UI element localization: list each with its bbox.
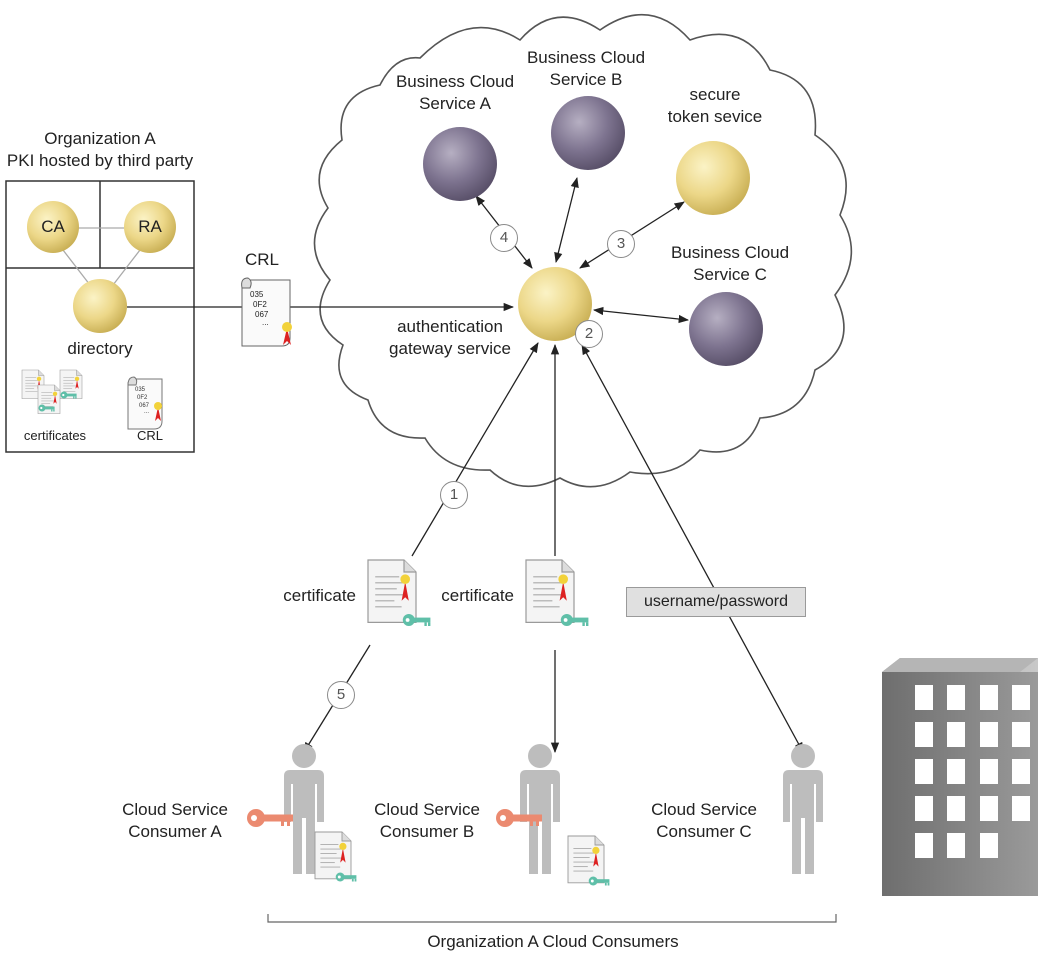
gateway-label: authentication gateway service: [370, 316, 530, 360]
crl-scroll-text: 0F2: [137, 395, 148, 401]
consumer-b-certificate-icon: [567, 835, 610, 886]
gateway-node: [518, 267, 592, 341]
sts-label-line2: token sevice: [667, 107, 763, 126]
crl-scroll-icon: 035 0F2 067 ...: [127, 376, 163, 430]
gateway-label-line1: authentication: [397, 317, 503, 336]
step-5-badge: 5: [327, 681, 355, 709]
consumer-a-label: Cloud Service Consumer A: [105, 799, 245, 843]
building-icon: [882, 658, 1038, 896]
service-b-label-line2: Service B: [549, 70, 623, 89]
service-a-label-line1: Business Cloud: [395, 72, 515, 91]
certificate-label-b: certificate: [441, 586, 514, 605]
consumer-b-person: [520, 744, 560, 874]
service-c-label-line1: Business Cloud: [670, 243, 790, 262]
consumer-a-certificate-icon: [314, 831, 357, 882]
crl-scroll-text: 067: [139, 403, 150, 409]
crl-transfer-text: ...: [262, 318, 269, 327]
ca-label: CA: [41, 217, 65, 236]
sts-label-line1: secure: [689, 85, 741, 104]
step-1-badge: 1: [440, 481, 468, 509]
crl-transfer-icon: 035 0F2 067 ...: [241, 277, 292, 347]
service-a-label-line2: Service A: [419, 94, 491, 113]
gateway-label-line2: gateway service: [389, 339, 511, 358]
consumer-c-person: [783, 744, 823, 874]
sts-label: secure token sevice: [650, 84, 780, 128]
ra-label: RA: [138, 217, 162, 236]
consumer-b-label: Cloud Service Consumer B: [357, 799, 497, 843]
service-c-label: Business Cloud Service C: [655, 242, 805, 286]
consumer-c-label-line1: Cloud Service: [651, 800, 757, 819]
consumer-c-label: Cloud Service Consumer C: [634, 799, 774, 843]
pki-title: Organization A PKI hosted by third party: [0, 128, 200, 172]
ca-node: [27, 201, 79, 253]
service-b-label: Business Cloud Service B: [511, 47, 661, 91]
crl-transfer-text: 0F2: [253, 300, 267, 309]
sts-node: [676, 141, 750, 215]
consumer-b-label-line1: Cloud Service: [374, 800, 480, 819]
consumer-a-label-line1: Cloud Service: [122, 800, 228, 819]
service-a-label: Business Cloud Service A: [380, 71, 530, 115]
pki-title-line1: Organization A: [44, 129, 156, 148]
step-3-badge: 3: [607, 230, 635, 258]
pki-title-line2: PKI hosted by third party: [6, 151, 194, 170]
directory-label: directory: [67, 339, 133, 358]
directory-node: [73, 279, 127, 333]
step-4-badge: 4: [490, 224, 518, 252]
step-2-badge: 2: [575, 320, 603, 348]
crl-label: CRL: [136, 428, 163, 443]
service-b-node: [551, 96, 625, 170]
crl-transfer-text: 067: [255, 310, 269, 319]
service-c-label-line2: Service C: [693, 265, 767, 284]
consumers-group-label: Organization A Cloud Consumers: [427, 932, 679, 951]
certificate-label-a: certificate: [283, 586, 356, 605]
consumer-c-label-line2: Consumer C: [656, 822, 752, 841]
certificate-icon: [525, 559, 589, 626]
service-c-node: [689, 292, 763, 366]
ra-node: [124, 201, 176, 253]
crl-transfer-label: CRL: [244, 250, 279, 269]
crl-scroll-text: 035: [135, 387, 146, 393]
crl-transfer-text: 035: [250, 290, 264, 299]
certificates-label: certificates: [23, 428, 87, 443]
consumer-b-label-line2: Consumer B: [379, 822, 475, 841]
credentials-box: username/password: [626, 587, 806, 617]
consumers-bracket: [267, 914, 837, 923]
consumer-a-label-line2: Consumer A: [128, 822, 222, 841]
crl-scroll-text: ...: [144, 409, 149, 415]
service-b-label-line1: Business Cloud: [526, 48, 646, 67]
service-a-node: [423, 127, 497, 201]
